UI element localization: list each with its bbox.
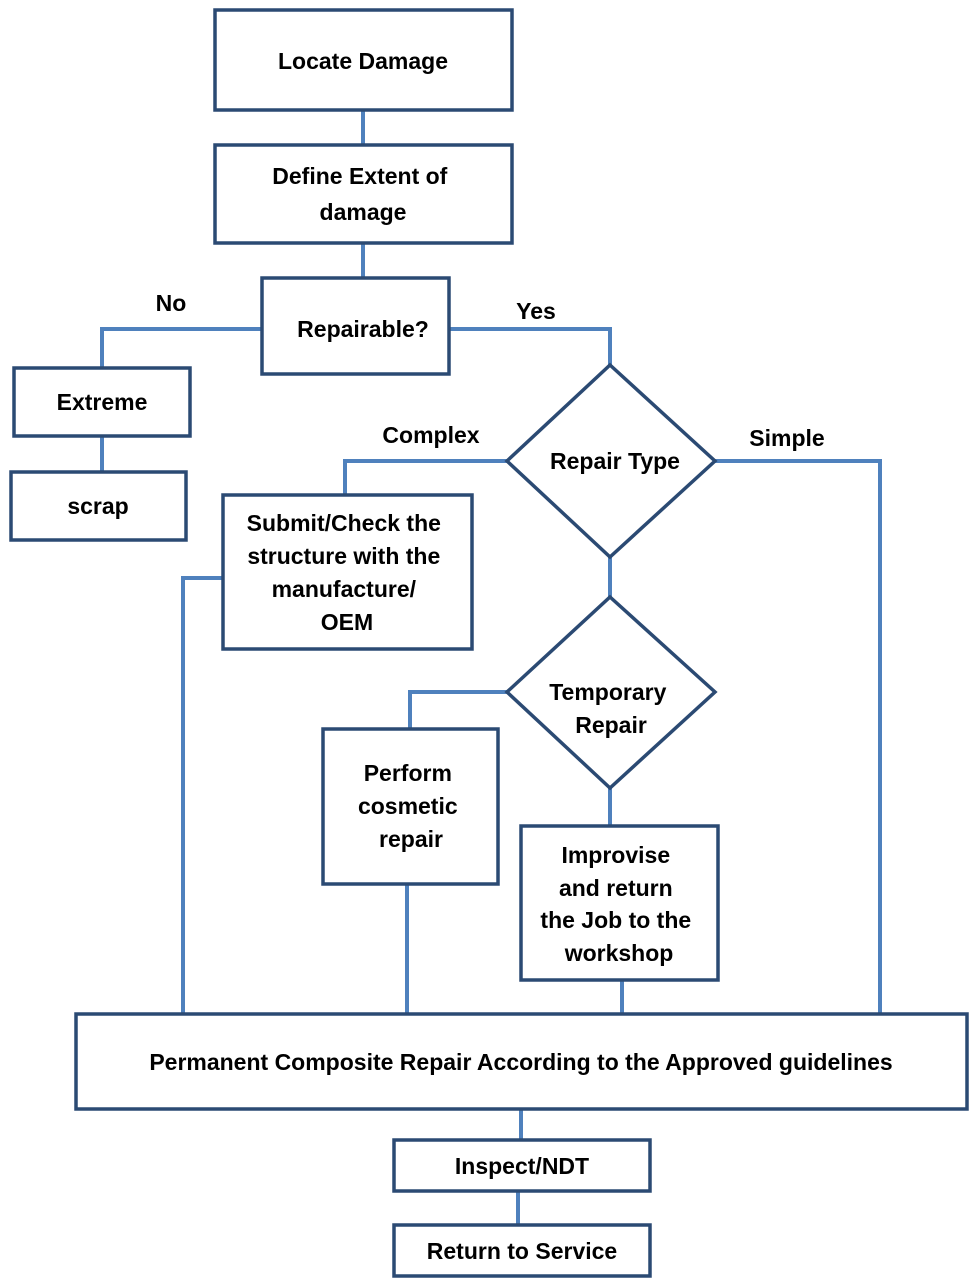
node-shapes xyxy=(9,8,969,1278)
improvise-label: Improvise and return the Job to the work… xyxy=(540,842,697,966)
define-extent-box xyxy=(213,143,514,245)
return-to-service-label: Return to Service xyxy=(427,1238,617,1264)
connector-complex-branch xyxy=(343,459,507,495)
temporary-repair-label: Temporary Repair xyxy=(549,679,673,738)
edge-label-complex: Complex xyxy=(382,422,479,448)
extreme-label: Extreme xyxy=(57,389,148,415)
scrap-box xyxy=(9,470,188,542)
edge-label-yes: Yes xyxy=(516,298,556,324)
repairable-label: Repairable? xyxy=(297,316,429,342)
cosmetic-repair-box xyxy=(321,727,500,886)
permanent-repair-label: Permanent Composite Repair According to … xyxy=(149,1049,892,1075)
repairable-box xyxy=(260,276,451,376)
submit-check-box xyxy=(221,493,474,651)
connector-temporary-cosmetic xyxy=(408,690,507,729)
scrap-label: scrap xyxy=(67,493,128,519)
connector-simple-branch xyxy=(715,459,882,1014)
edge-label-simple: Simple xyxy=(749,425,824,451)
cosmetic-repair-label: Perform cosmetic repair xyxy=(358,760,464,852)
connector-submit-permanent xyxy=(181,576,223,1014)
extreme-box xyxy=(12,366,192,438)
repair-type-decision xyxy=(504,362,718,560)
inspect-ndt-label: Inspect/NDT xyxy=(455,1153,589,1179)
define-extent-label: Define Extent of damage xyxy=(272,163,453,225)
improvise-box xyxy=(519,824,720,982)
connector-yes-branch xyxy=(449,327,612,365)
permanent-repair-box xyxy=(74,1012,969,1111)
connector-no-branch xyxy=(100,327,262,368)
edge-label-no: No xyxy=(156,290,187,316)
repair-type-label: Repair Type xyxy=(550,448,680,474)
return-to-service-box xyxy=(392,1223,652,1278)
connectors xyxy=(100,110,882,1225)
locate-damage-label: Locate Damage xyxy=(278,48,448,74)
node-labels: Locate Damage Define Extent of damage Re… xyxy=(57,48,893,1264)
temporary-repair-decision xyxy=(504,594,718,791)
submit-check-label: Submit/Check the structure with the manu… xyxy=(247,510,448,635)
locate-damage-box xyxy=(213,8,514,112)
inspect-ndt-box xyxy=(392,1138,652,1193)
edge-labels: No Yes Complex Simple xyxy=(156,290,825,451)
